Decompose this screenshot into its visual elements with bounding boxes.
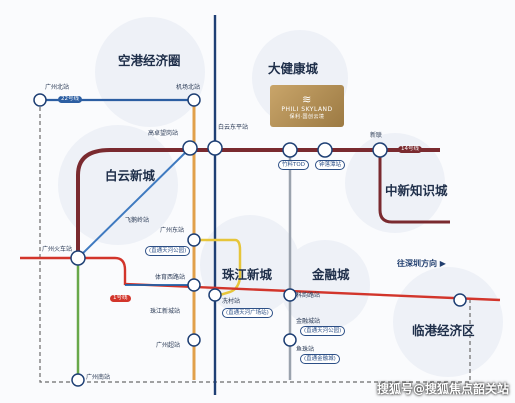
station-label-south: 广州南站 [86,374,111,381]
station-label-xinlian: 新联 [370,132,383,139]
line-tag-top: 22号线 [58,96,82,103]
brown-branch-line [378,150,450,224]
station-node-kechuang[interactable] [283,288,297,302]
station-label-baiyun-east: 白云东平站 [218,124,249,131]
project-logo: ≋ PHILI SKYLAND 保利·国创云境 [270,85,344,127]
station-label-zhujiang: 珠江新城站 [150,308,181,315]
area-label-zhujiang: 珠江新城 [222,267,273,282]
area-label-jinrong: 金融城 [312,267,350,282]
station-label-feieling: 飞鹅岭站 [125,217,150,224]
station-node-xinlian[interactable] [372,142,388,158]
note-kechuang: (直通金融城) [300,354,340,364]
note-jinrong: (直通天河公园) [300,326,346,336]
area-blob-lingang [393,267,503,377]
logo-sub: 保利·国创云境 [289,113,325,120]
station-label-huoche: 广州火车站 [42,246,73,253]
watermark: 搜狐号@搜狐焦点韶关站 [376,382,509,396]
station-label-guangzhou-north: 广州北站 [45,84,70,91]
red-line [20,256,501,302]
station-node-zhongluo[interactable] [317,142,333,158]
station-label-xiancun: 冼村站 [222,298,241,305]
station-node-xiancun[interactable] [208,288,222,302]
station-node-airport-north[interactable] [187,93,201,107]
station-node-gaozeng[interactable] [182,140,198,156]
station-node-guangzhou-north[interactable] [33,93,47,107]
station-label-zhongluo: 钟落潭站 [315,160,346,170]
area-label-airport: 空港经济圈 [118,53,181,68]
station-label-gaozeng: 高卓望岗站 [148,130,179,137]
arrow-right-icon: ▶ [439,259,446,268]
logo-text: PHILI SKYLAND [281,105,333,113]
area-blob-zhongxin [345,133,445,233]
station-label-east: 广州东站 [160,227,185,234]
station-label-airport-north: 机场北站 [176,84,201,91]
station-node-lingang[interactable] [453,293,467,307]
area-label-zhongxin: 中新知识城 [385,183,448,198]
station-label-yucun: 鱼珠站 [296,346,315,353]
station-label-tiyuxi: 体育西路站 [155,274,186,281]
station-node-huoche[interactable] [70,250,86,266]
direction-text: 往深圳方向 [397,259,437,268]
station-label-kechuang: 科韵路站 [296,292,321,299]
area-blob-airport [95,17,205,127]
station-node-jinrong[interactable] [283,333,297,347]
station-label-jinrong: 金融城站 [296,318,321,325]
area-label-lingang: 临港经济区 [412,323,475,338]
brown-line-14 [76,148,440,258]
line-tag-1: 1号线 [110,295,131,302]
station-node-baiyun-east[interactable] [207,140,223,156]
note-xiancun: (直通天河广场站) [222,308,273,318]
area-blob-jinrong [280,240,370,330]
direction-label: 往深圳方向 ▶ [397,258,446,269]
diagonal-blue-line [77,147,191,259]
logo-wave-icon: ≋ [302,92,312,106]
station-node-bamboo[interactable] [282,142,298,158]
station-node-chaoji[interactable] [187,333,201,347]
area-label-health: 大健康城 [268,61,319,76]
station-node-east[interactable] [187,233,201,247]
station-nodes [33,93,467,387]
station-node-tiyuxi[interactable] [187,278,201,292]
area-label-baiyun: 白云新城 [105,168,156,183]
line-tag-14: 14号线 [398,146,422,153]
station-label-chaoji: 广州超站 [156,342,181,349]
station-node-south[interactable] [71,373,85,387]
station-label-bamboo: 竹料TOD [278,160,309,170]
note-east: (直通天河公园) [145,246,191,256]
